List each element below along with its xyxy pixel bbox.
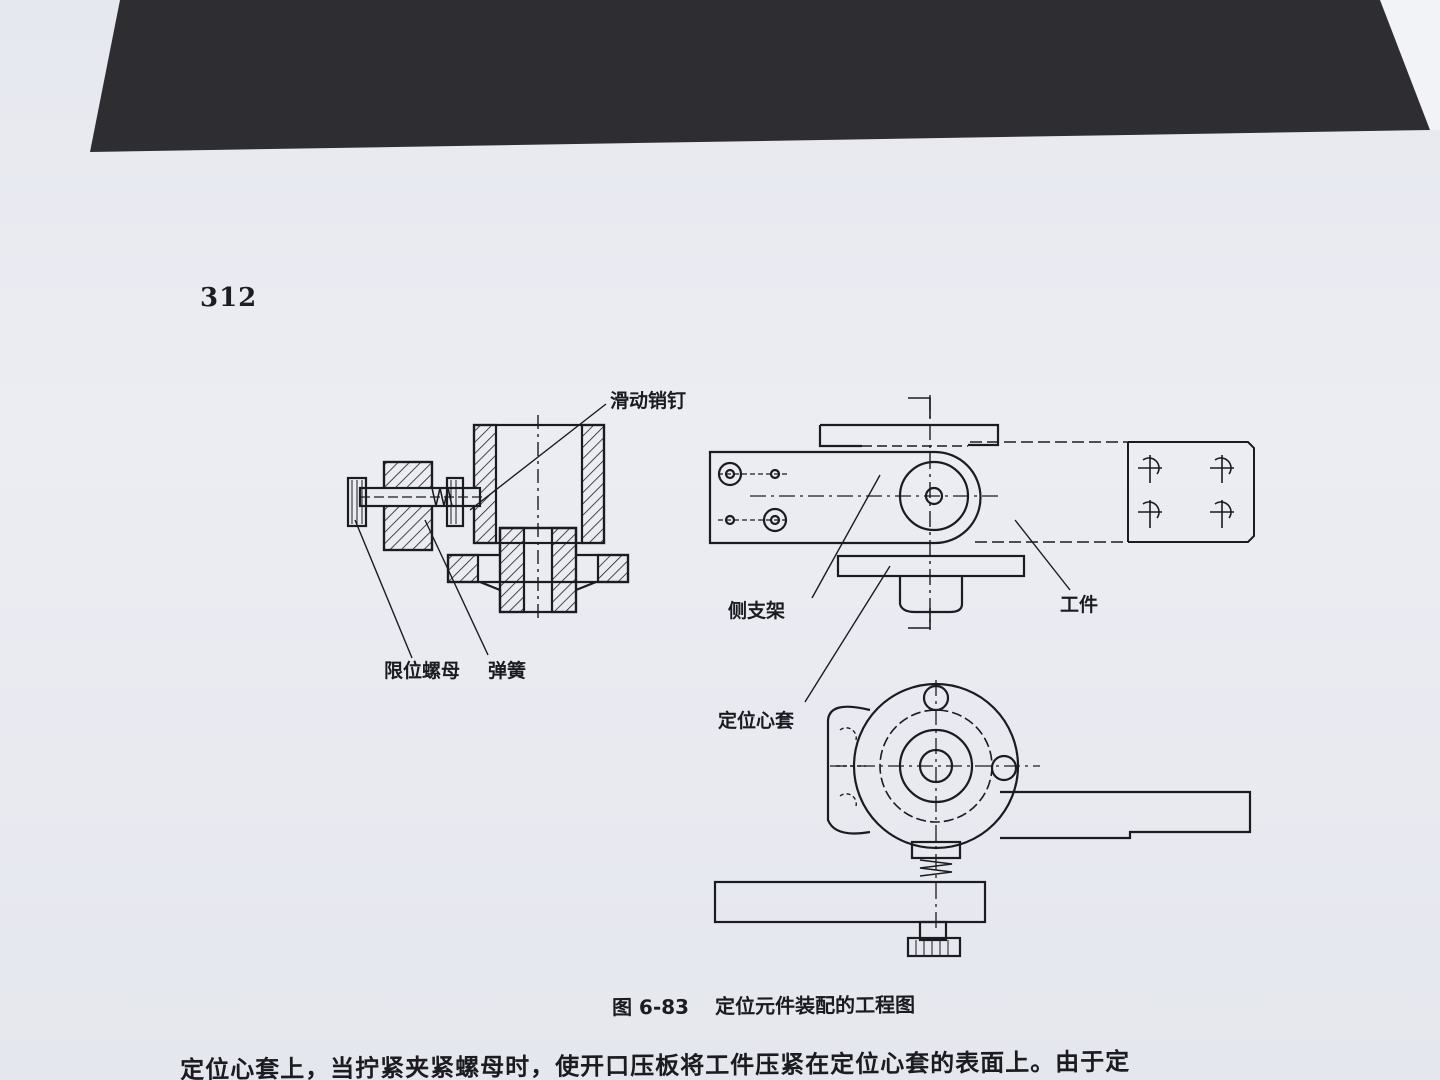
label-workpiece: 工件 bbox=[1060, 594, 1099, 616]
label-locating-sleeve: 定位心套 bbox=[718, 710, 795, 732]
figure-title: 定位元件装配的工程图 bbox=[714, 992, 916, 1019]
figure-caption: 图 6-83 定位元件装配的工程图 bbox=[612, 989, 915, 1021]
left-section-view bbox=[346, 403, 630, 659]
label-sliding-pin: 滑动销钉 bbox=[610, 390, 687, 412]
figure-number: 图 6-83 bbox=[611, 994, 690, 1020]
dark-background-band bbox=[90, 0, 1440, 152]
label-limit-nut: 限位螺母 bbox=[384, 660, 461, 682]
right-bottom-view bbox=[713, 680, 1252, 958]
right-top-view bbox=[708, 395, 1255, 703]
page-number: 312 bbox=[200, 283, 258, 313]
label-side-bracket: 侧支架 bbox=[728, 600, 786, 622]
label-spring: 弹簧 bbox=[488, 660, 527, 682]
